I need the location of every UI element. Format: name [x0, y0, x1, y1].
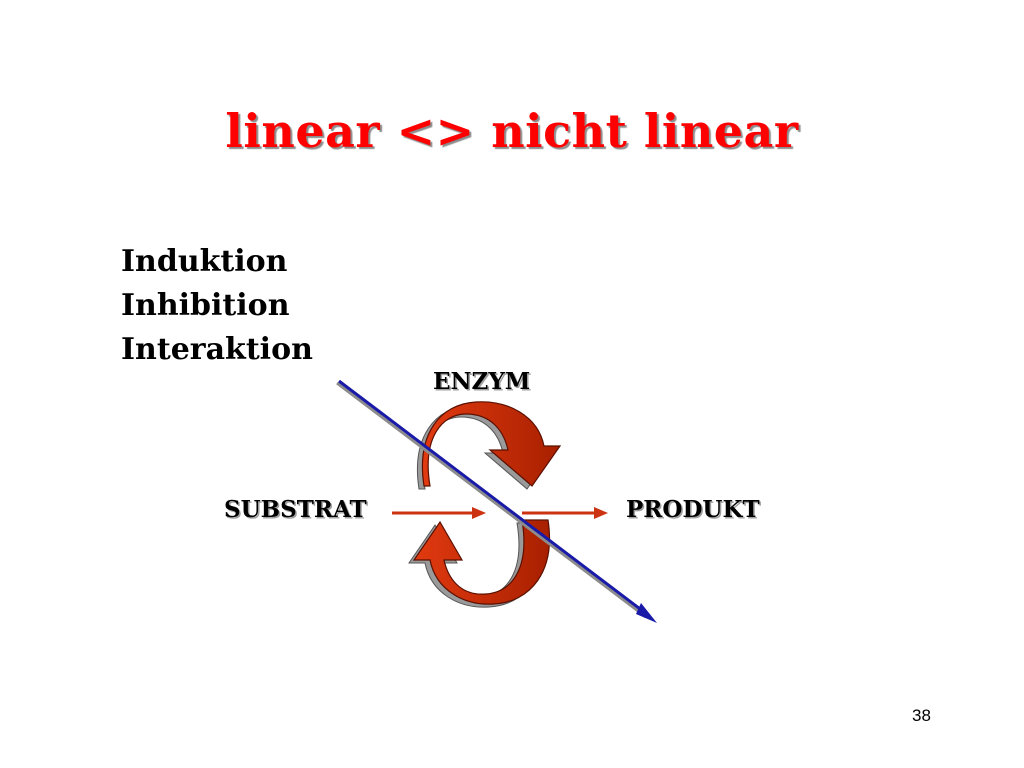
term-interaction: Interaktion: [121, 332, 313, 367]
diagonal-cross-arrow: [336, 379, 657, 623]
lower-cycle-arrow: [408, 519, 550, 608]
terms-list: Induktion Inhibition Interaktion: [121, 240, 313, 372]
substrate-flow-arrow: [392, 507, 486, 519]
slide-title: linear <> nicht linear: [225, 104, 799, 158]
substrate-label: SUBSTRAT: [224, 496, 367, 523]
page-number: 38: [912, 706, 931, 725]
enzyme-label: ENZYM: [433, 368, 531, 395]
upper-cycle-arrow: [417, 401, 562, 490]
term-inhibition: Inhibition: [121, 288, 290, 323]
term-induction: Induktion: [121, 244, 288, 279]
product-flow-arrow: [522, 507, 608, 519]
product-label: PRODUKT: [626, 496, 760, 523]
